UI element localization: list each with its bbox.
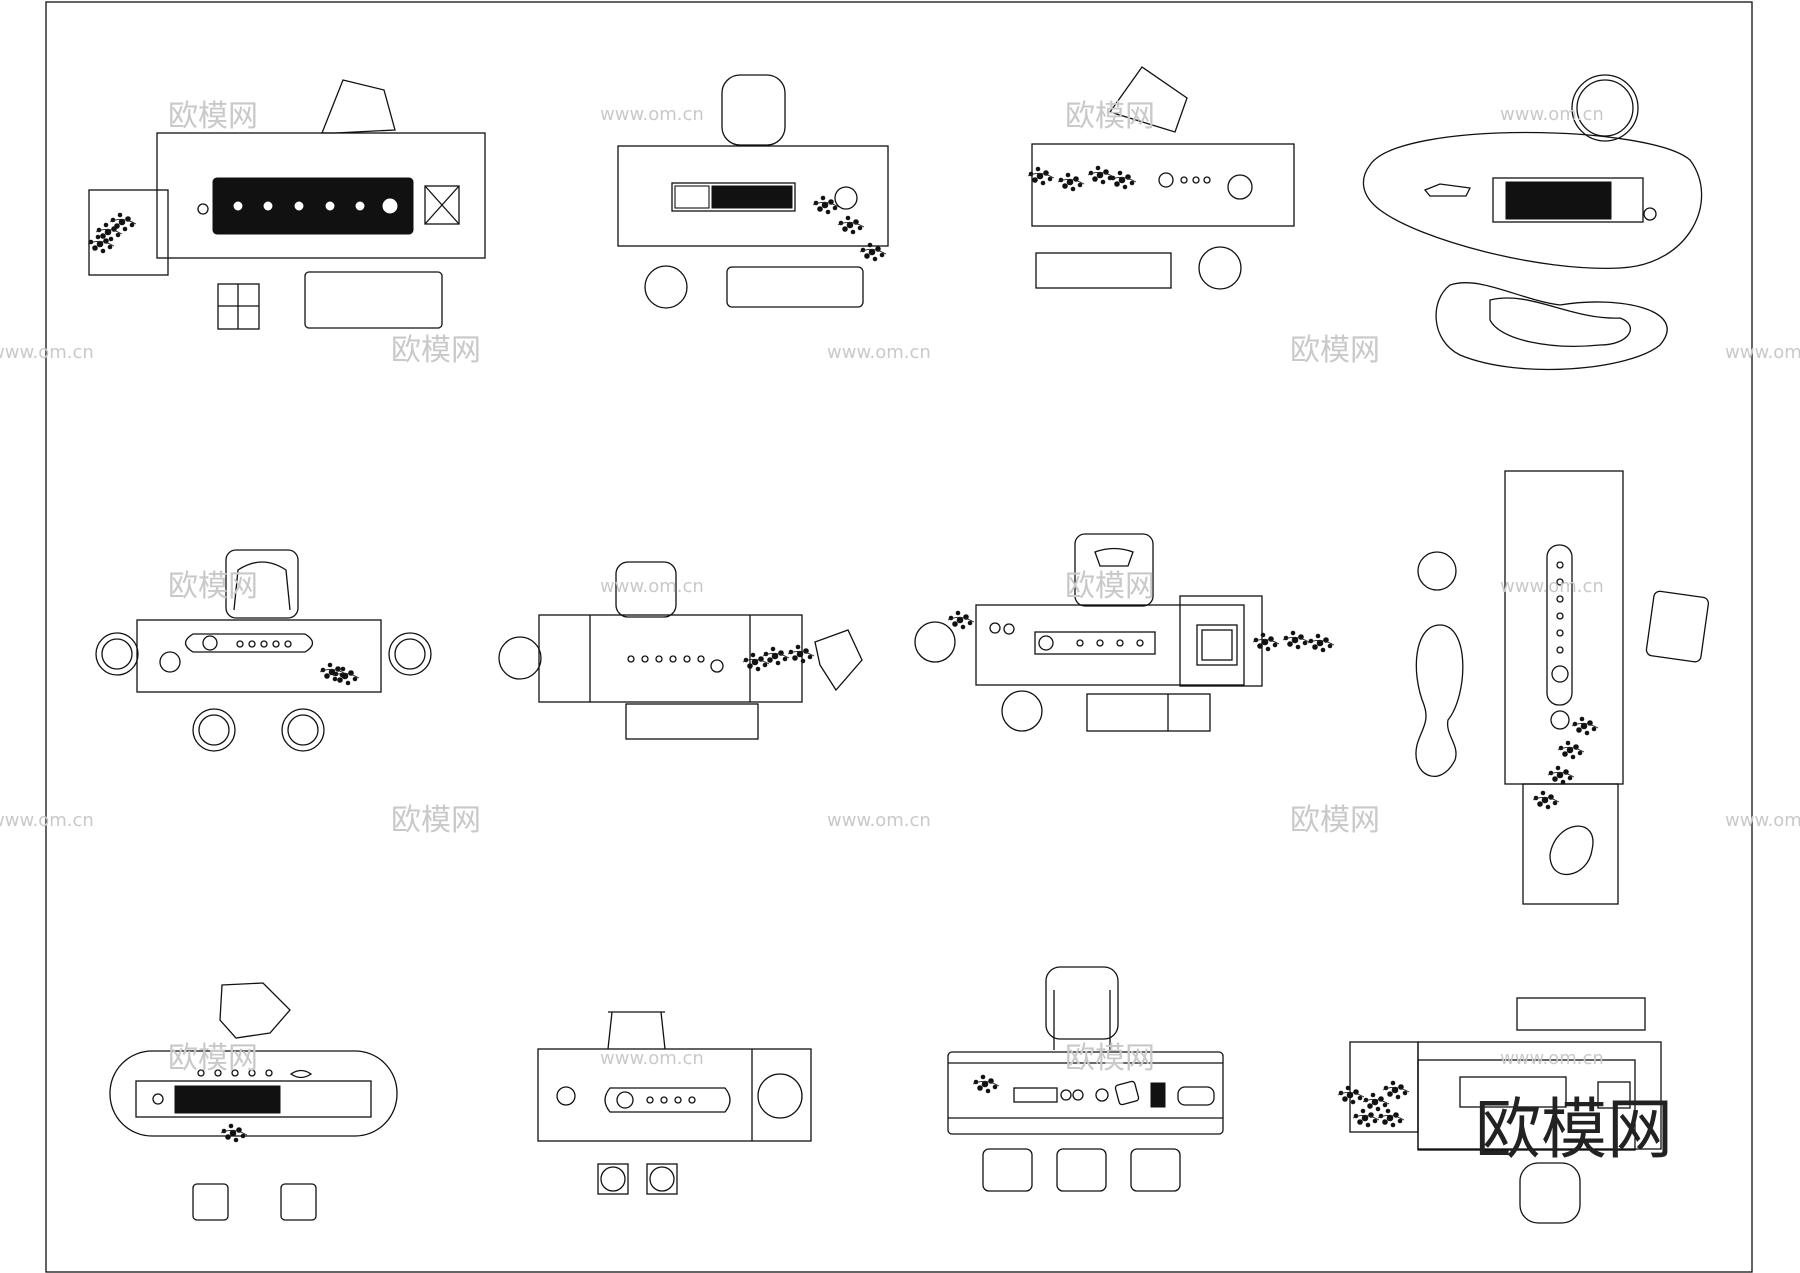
watermark-url: www.om.cn: [827, 810, 931, 831]
tea-table-11: [947, 966, 1224, 1192]
tea-table-12: [1337, 997, 1662, 1224]
watermark-brand: 欧模网: [168, 1041, 258, 1076]
watermark-url: www.om.cn: [827, 342, 931, 363]
watermark-brand: 欧模网: [168, 99, 258, 134]
watermark-brand: 欧模网: [391, 333, 481, 368]
tea-table-1: [87, 79, 486, 330]
tea-table-7: [914, 533, 1335, 732]
tea-table-5: [95, 549, 432, 752]
watermark-url: www.om.cn: [600, 1048, 704, 1069]
watermark-url: www.om.cn: [1725, 342, 1800, 363]
watermark-brand: 欧模网: [1290, 333, 1380, 368]
tea-table-8: [1415, 470, 1710, 905]
watermark-url: www.om.cn: [0, 810, 94, 831]
watermark-url: www.om.cn: [1500, 1048, 1604, 1069]
tea-table-6: [498, 561, 863, 740]
watermark-brand: 欧模网: [1290, 803, 1380, 838]
watermark-brand: 欧模网: [1065, 99, 1155, 134]
watermark-url: www.om.cn: [600, 576, 704, 597]
watermark-url: www.om.cn: [1500, 104, 1604, 125]
tea-table-4: [1362, 74, 1703, 371]
watermark-url: www.om.cn: [1500, 576, 1604, 597]
watermark-brand: 欧模网: [168, 569, 258, 604]
sheet-border: [45, 1, 1753, 1273]
watermark-layer: 欧模网 www.om.cn 欧模网 www.om.cn www.om.cn 欧模…: [0, 99, 1800, 1076]
tea-table-9: [109, 982, 398, 1221]
tea-table-2: [617, 74, 889, 309]
tea-table-10: [537, 1011, 812, 1195]
watermark-url: www.om.cn: [1725, 810, 1800, 831]
watermark-brand: 欧模网: [1065, 1041, 1155, 1076]
corner-watermark-brand: 欧模网: [1475, 1091, 1673, 1168]
watermark-url: www.om.cn: [600, 104, 704, 125]
tea-table-3: [1027, 66, 1295, 290]
watermark-url: www.om.cn: [0, 342, 94, 363]
watermark-brand: 欧模网: [391, 803, 481, 838]
watermark-brand: 欧模网: [1065, 569, 1155, 604]
